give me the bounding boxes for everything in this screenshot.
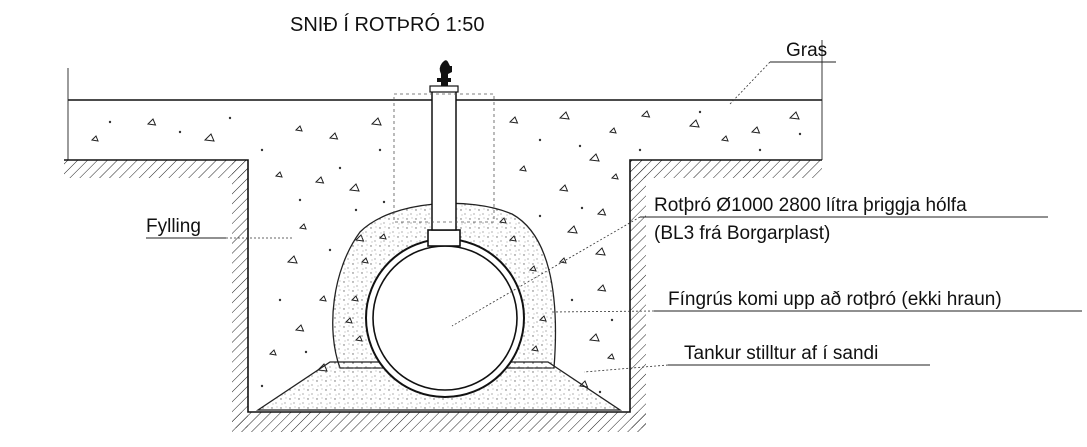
gravel-stone [498,217,507,224]
backfill-stone [90,135,99,142]
gravel-stone [530,345,539,352]
drawing-title: SNIÐ Í ROTÞRÓ 1:50 [290,13,485,36]
native-soil-hatched [64,159,822,432]
backfill-speck [278,298,282,302]
backfill-stone [146,118,157,126]
backfill-stone [640,110,651,118]
backfill-stone [588,333,600,342]
gravel-stone [508,235,517,242]
backfill-stone [594,247,606,256]
backfill-speck [610,318,614,322]
label-fingrus: Fíngrús komi upp að rotþró (ekki hraun) [668,289,1002,310]
backfill-stone [558,257,567,264]
backfill-stone [518,165,527,172]
backfill-speck [570,298,574,302]
backfill-speck [328,248,332,252]
backfill-stone [596,284,607,292]
backfill-stone [328,132,339,140]
gravel-stone [378,233,387,240]
backfill-stone [348,183,360,192]
backfill-stone [508,116,519,124]
backfill-stone [203,133,215,142]
label-gras: Gras [786,40,827,61]
gravel-specks [344,217,547,352]
backfill-stone [268,349,277,356]
backfill-stone [298,223,307,230]
backfill-speck [108,120,112,124]
backfill-speck [758,148,762,152]
backfill-stone [294,324,305,332]
backfill-speck [578,144,582,148]
backfill-speck [598,390,602,394]
backfill-stone [274,171,283,178]
backfill-stone [588,153,600,162]
backfill-stone [314,176,325,184]
backfill-stone [606,353,615,360]
riser-pipe [393,85,495,247]
backfill-speck [580,206,584,210]
backfill-speck [338,166,342,170]
backfill-stone [370,117,382,126]
backfill-stone [688,119,700,128]
backfill-speck [798,132,802,136]
backfill-stone [720,135,729,142]
gravel-stone [538,315,547,322]
backfill-speck [260,148,264,152]
backfill-stone [566,225,578,234]
label-fylling: Fylling [146,216,201,237]
backfill-speck [298,198,302,202]
backfill-speck [354,208,358,212]
backfill-speck [382,200,386,204]
backfill-speck [228,116,232,120]
backfill-stone [610,173,619,180]
backfill-stone [788,111,800,120]
backfill-stone [558,111,570,120]
backfill-stone [750,126,761,134]
gravel-stone [354,335,363,342]
backfill-speck [698,110,702,114]
backfill-stone [558,184,569,192]
septic-tank [365,238,525,398]
backfill-speck [638,148,642,152]
gravel-stone [350,295,359,302]
gravel-stone [528,265,537,272]
backfill-stone [286,255,298,264]
label-tankur: Tankur stilltur af í sandi [684,343,878,364]
backfill-speck [260,384,264,388]
backfill-speck [304,350,308,354]
backfill-speck [538,138,542,142]
backfill-speck [178,130,182,134]
backfill-speck [378,148,382,152]
gravel-stone [344,317,353,324]
label-tank-origin: (BL3 frá Borgarplast) [654,223,830,244]
gravel-stone [360,257,369,264]
vent-cap-icon [437,60,452,86]
backfill-stone [596,208,607,216]
backfill-stone [294,125,303,132]
label-tank: Rotþró Ø1000 2800 lítra þriggja hólfa [654,195,967,216]
backfill-stone [608,127,617,134]
backfill-stone [318,295,327,302]
backfill-speck [538,214,542,218]
